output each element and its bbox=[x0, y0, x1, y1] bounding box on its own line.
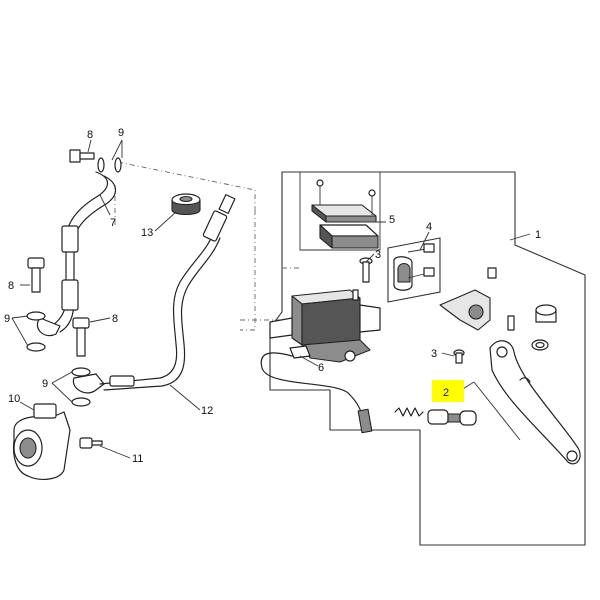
brake-hose-upper[interactable] bbox=[36, 171, 117, 337]
banjo-bolt-left[interactable] bbox=[27, 257, 45, 293]
callout-10[interactable]: 10 bbox=[8, 393, 20, 405]
callout-11[interactable]: 11 bbox=[132, 453, 143, 465]
brake-lever[interactable] bbox=[489, 340, 581, 465]
callout-12[interactable]: 12 bbox=[201, 405, 213, 417]
callout-1[interactable]: 1 bbox=[535, 229, 541, 241]
callout-9-left[interactable]: 9 bbox=[4, 313, 10, 325]
slave-cylinder[interactable] bbox=[12, 403, 71, 480]
callout-3-upper[interactable]: 3 bbox=[375, 249, 381, 261]
leader-lines bbox=[11, 139, 531, 459]
rubber-grommet[interactable] bbox=[171, 193, 201, 216]
handlebar-clamp[interactable] bbox=[387, 237, 441, 303]
master-cylinder-body[interactable] bbox=[269, 289, 381, 363]
callout-3-lower[interactable]: 3 bbox=[431, 348, 437, 360]
callout-labels: 1 2 3 3 4 5 6 7 8 8 8 9 9 9 10 11 12 13 bbox=[4, 127, 541, 465]
screw-3-lower[interactable] bbox=[453, 349, 465, 364]
callout-13[interactable]: 13 bbox=[141, 227, 153, 239]
adjuster-knob[interactable] bbox=[519, 304, 557, 383]
alignment-dash-top bbox=[240, 267, 300, 321]
banjo-bolt-middle[interactable] bbox=[72, 317, 90, 357]
callout-2[interactable]: 2 bbox=[443, 387, 449, 399]
bleed-screw[interactable] bbox=[79, 437, 103, 449]
reservoir-cap[interactable] bbox=[311, 179, 379, 249]
crush-washers-left[interactable] bbox=[26, 311, 46, 352]
hose-route-dash bbox=[114, 161, 256, 331]
callout-5[interactable]: 5 bbox=[389, 214, 395, 226]
callout-highlight bbox=[432, 380, 464, 402]
frame-inner-line bbox=[299, 172, 381, 251]
callout-9-top[interactable]: 9 bbox=[118, 127, 124, 139]
callout-8-middle[interactable]: 8 bbox=[112, 313, 118, 325]
clutch-hose[interactable] bbox=[72, 194, 236, 394]
callout-7[interactable]: 7 bbox=[110, 217, 116, 229]
callout-8-top[interactable]: 8 bbox=[87, 129, 93, 141]
brake-switch[interactable] bbox=[260, 345, 373, 434]
lever-bracket[interactable] bbox=[439, 267, 515, 331]
callout-4[interactable]: 4 bbox=[426, 221, 432, 233]
crush-washers-top[interactable] bbox=[97, 157, 122, 173]
callout-9-middle[interactable]: 9 bbox=[42, 378, 48, 390]
banjo-bolt-top[interactable] bbox=[69, 149, 95, 163]
callout-6[interactable]: 6 bbox=[318, 362, 324, 374]
piston-kit[interactable] bbox=[394, 407, 477, 426]
crush-washers-middle[interactable] bbox=[71, 367, 91, 407]
callout-8-left[interactable]: 8 bbox=[8, 280, 14, 292]
